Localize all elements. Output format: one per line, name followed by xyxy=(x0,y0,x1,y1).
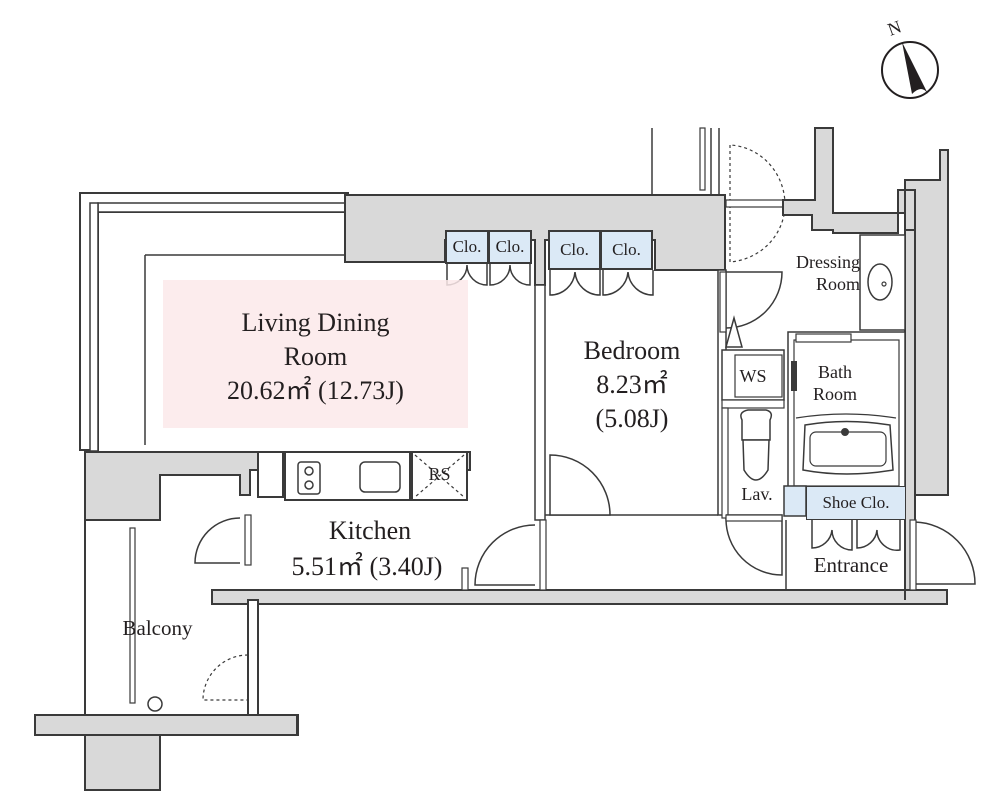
washer-space-label: WS xyxy=(739,366,767,386)
living-room-name-1: Living Dining xyxy=(241,308,390,337)
living-room-area: 20.62㎡ (12.73J) xyxy=(227,376,404,405)
kitchen-area: 5.51㎡ (3.40J) xyxy=(291,552,443,581)
bedroom-area-j: (5.08J) xyxy=(595,404,669,433)
dressing-room-name-2: Room xyxy=(815,274,860,294)
bedroom-name: Bedroom xyxy=(583,336,681,365)
closet-1: Clo. xyxy=(445,230,489,264)
entrance-label: Entrance xyxy=(813,553,889,577)
closet-4: Clo. xyxy=(600,230,653,270)
shoe-closet: Shoe Clo. xyxy=(806,486,906,520)
dressing-room-name-1: Dressing xyxy=(796,252,860,272)
lavatory-label: Lav. xyxy=(741,484,773,504)
kitchen-name: Kitchen xyxy=(328,516,412,545)
closet-3: Clo. xyxy=(548,230,601,270)
refrigerator-space-label: RS xyxy=(428,464,451,484)
bath-room-name-1: Bath xyxy=(818,362,852,382)
north-arrow-icon xyxy=(881,41,939,99)
bedroom-area-m2: 8.23㎡ xyxy=(596,370,668,399)
living-room-name-2: Room xyxy=(283,342,348,371)
closet-2: Clo. xyxy=(488,230,532,264)
bath-room-name-2: Room xyxy=(812,384,857,404)
balcony-name: Balcony xyxy=(122,616,193,640)
